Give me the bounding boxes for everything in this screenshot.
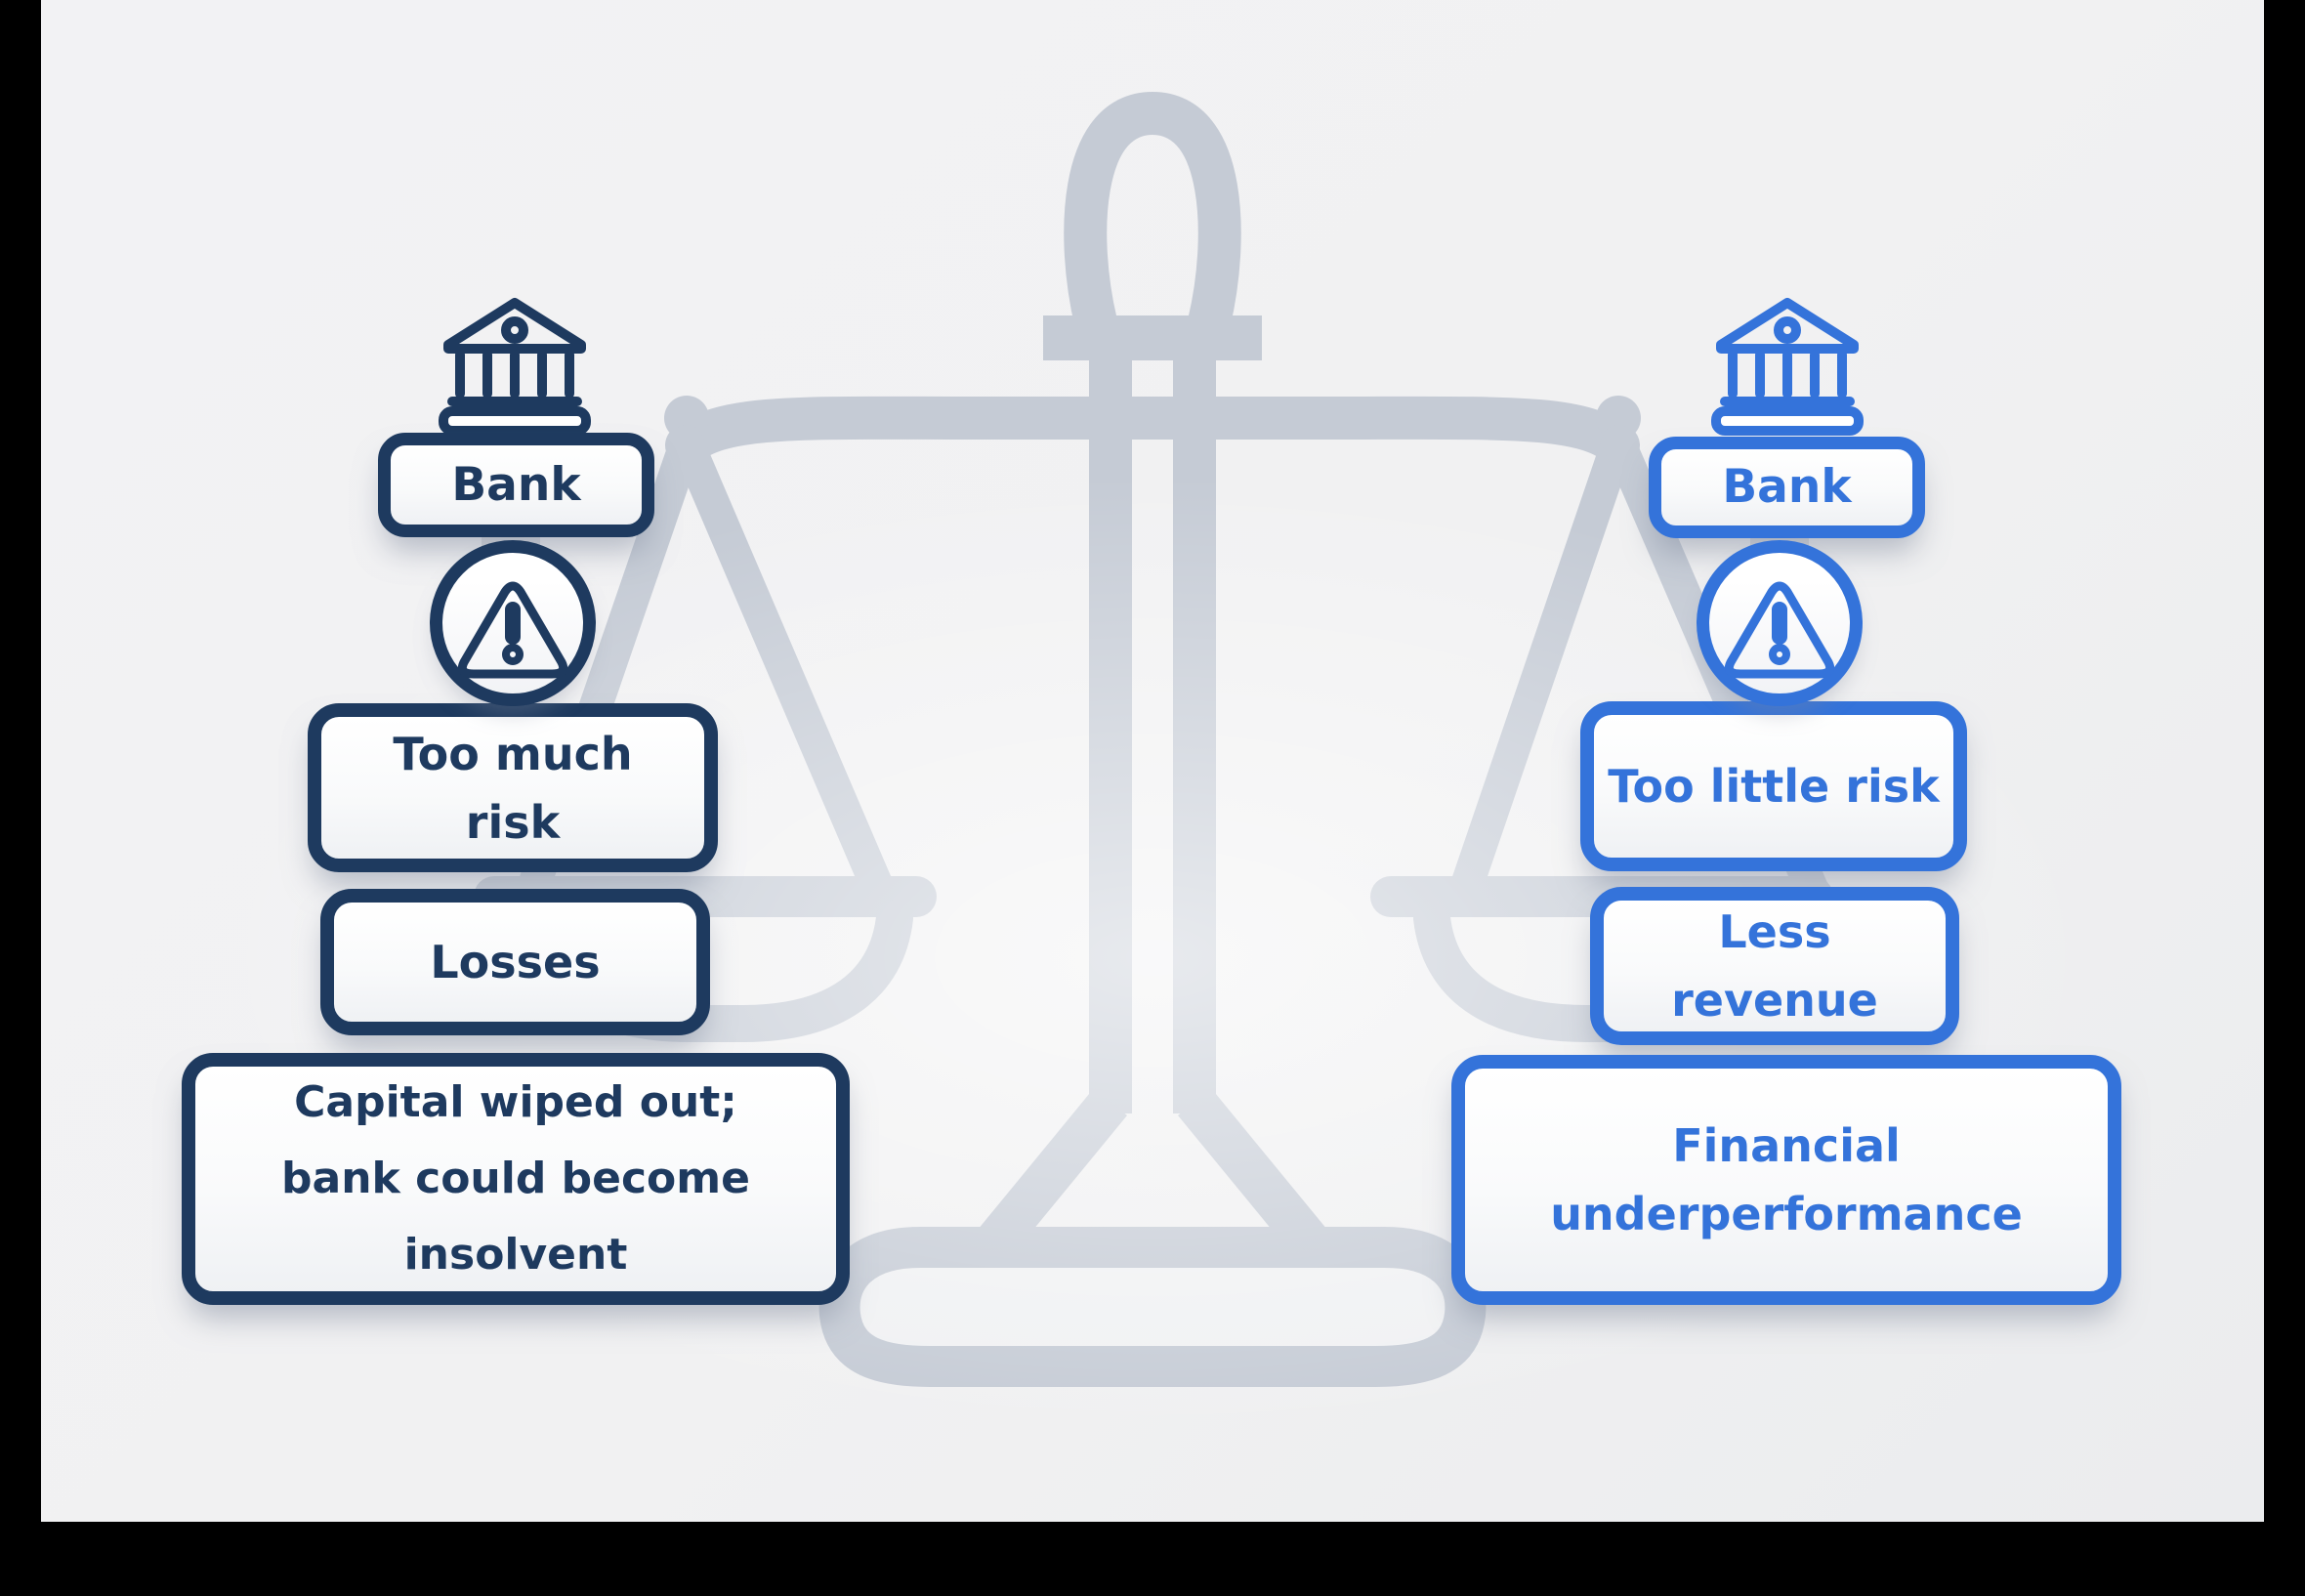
box-line: risk <box>465 795 561 849</box>
right-bank-box: Bank <box>1649 437 1925 538</box>
box-line: bank could become <box>281 1154 750 1203</box>
scale-handle-loop <box>1043 91 1262 360</box>
left-risk-box: Too much risk <box>308 703 718 872</box>
bank-building-icon <box>1711 298 1864 436</box>
box-line: insolvent <box>403 1230 628 1280</box>
right-revenue-box: Less revenue <box>1590 887 1959 1045</box>
right-risk-box: Too little risk <box>1580 701 1967 871</box>
scale-column <box>963 352 1342 1274</box>
bank-label: Bank <box>1722 460 1852 514</box>
left-outcome-box: Capital wiped out; bank could become ins… <box>182 1053 850 1305</box>
box-line: underperformance <box>1550 1188 2023 1240</box>
right-warning-badge <box>1697 540 1863 706</box>
left-bank-box: Bank <box>378 433 654 537</box>
box-line: Losses <box>430 936 601 988</box>
box-line: Financial <box>1672 1119 1901 1172</box>
warning-triangle-icon <box>1724 581 1835 679</box>
box-line: revenue <box>1671 974 1878 1027</box>
box-line: Too much <box>393 727 633 780</box>
box-line: Too little risk <box>1608 760 1940 813</box>
scale-beam <box>664 396 1641 467</box>
scale-base <box>818 1227 1487 1387</box>
left-losses-box: Losses <box>320 889 710 1035</box>
bank-label: Bank <box>451 457 581 512</box>
background-card: Bank Too much risk Losses Capital wiped … <box>41 0 2264 1522</box>
left-warning-badge <box>430 540 596 706</box>
bank-building-icon <box>439 298 591 436</box>
box-line: Capital wiped out; <box>294 1077 737 1127</box>
box-line: Less <box>1718 905 1831 958</box>
warning-triangle-icon <box>457 581 568 679</box>
diagram-world: Bank Too much risk Losses Capital wiped … <box>41 0 2264 1522</box>
right-outcome-box: Financial underperformance <box>1451 1055 2121 1305</box>
